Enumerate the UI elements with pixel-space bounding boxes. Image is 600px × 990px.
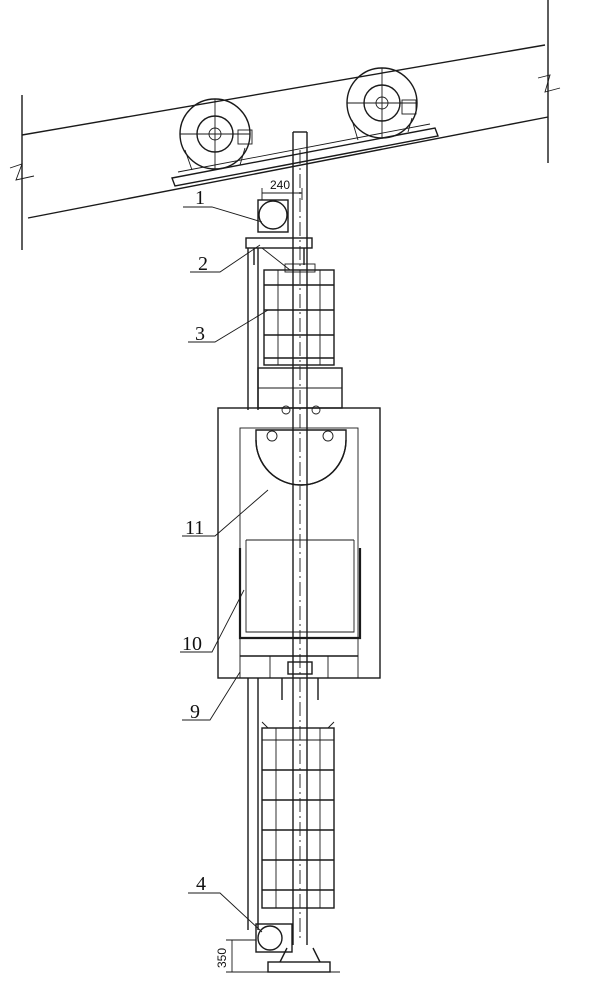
main-housing [217,407,381,679]
callout-11: 11 [185,517,204,539]
bottom-pulley [255,923,293,953]
callout-1: 1 [195,187,205,209]
callout-2: 2 [198,253,208,275]
callout-10: 10 [182,633,202,655]
base-plate [260,947,340,973]
dimension-top [261,188,303,200]
lower-connector [281,661,319,700]
dimension-350-label: 350 [215,948,229,968]
inclined-beam [9,0,561,250]
callout-4: 4 [196,873,206,895]
track-wheel-left [179,98,253,171]
lower-cage [261,721,335,909]
dimension-240-label: 240 [270,178,290,192]
track-wheel-right [346,67,418,141]
leader-lines [180,206,269,933]
drive-wheel [255,405,347,486]
callout-3: 3 [195,323,205,345]
left-guide-rail [247,248,259,410]
lower-guide-rail [247,678,259,930]
central-mast [292,131,308,945]
top-pulley [257,199,289,233]
top-bracket [245,237,313,271]
dimension-bottom [226,939,262,973]
inner-bucket [238,539,362,640]
callout-9: 9 [190,701,200,723]
upper-cage [263,263,335,366]
